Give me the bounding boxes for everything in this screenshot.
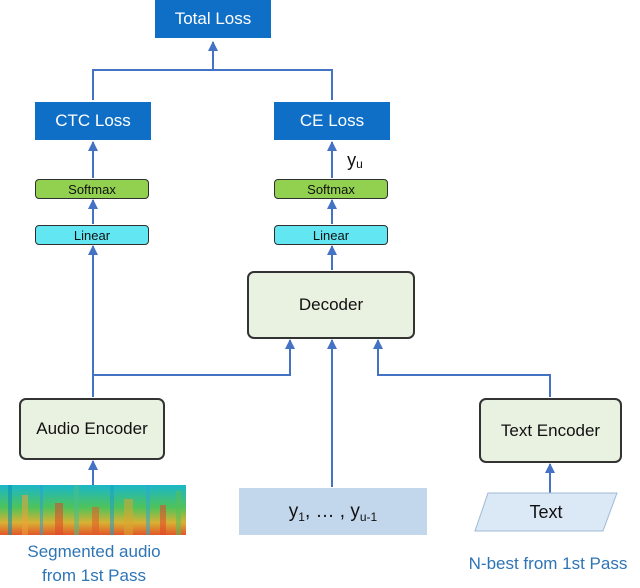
ce-loss-label: CE Loss: [299, 111, 365, 130]
decoder-label: Decoder: [298, 295, 364, 314]
text-encoder-block: Text Encoder: [479, 398, 622, 463]
linear-right-box: Linear: [274, 225, 388, 245]
ctc-loss-label: CTC Loss: [55, 111, 131, 130]
linear-right-label: Linear: [312, 227, 350, 243]
audio-caption-line1: Segmented audio: [27, 542, 161, 561]
output-label-subscript: u: [356, 157, 363, 171]
softmax-right-box: Softmax: [274, 179, 388, 199]
ctc-to-total-line: [92, 69, 333, 100]
linear-left-label: Linear: [73, 227, 111, 243]
sequence-label: y1, … , yu-1: [288, 500, 378, 524]
audio-caption: Segmented audio from 1st Pass: [0, 540, 188, 588]
audio-encoder-block: Audio Encoder: [19, 398, 165, 460]
encoder-to-decoder-line: [93, 339, 295, 376]
text-input-shape: [474, 492, 618, 532]
text-input-label: Text: [529, 501, 563, 522]
ctc-loss-box: CTC Loss: [35, 102, 151, 140]
ce-loss-box: CE Loss: [274, 102, 390, 140]
spectrogram-image: [0, 485, 186, 535]
decoder-block: Decoder: [247, 271, 415, 339]
sequence-ellipsis: , … , y: [304, 500, 360, 522]
sequence-subscript-first: 1: [298, 509, 305, 524]
sequence-box: y1, … , yu-1: [239, 488, 427, 535]
total-loss-label: Total Loss: [174, 9, 252, 28]
audio-encoder-label: Audio Encoder: [36, 419, 148, 438]
text-encoder-label: Text Encoder: [500, 420, 601, 440]
output-label-base: y: [347, 149, 357, 170]
sequence-subscript-last: u-1: [359, 509, 378, 524]
text-encoder-to-decoder-line: [373, 339, 551, 397]
softmax-right-label: Softmax: [307, 181, 355, 197]
sequence-y-first: y: [288, 500, 299, 522]
linear-left-box: Linear: [35, 225, 149, 245]
audio-caption-line2: from 1st Pass: [42, 566, 146, 585]
text-caption: N-best from 1st Pass: [456, 552, 640, 578]
softmax-left-box: Softmax: [35, 179, 149, 199]
text-input-label-wrap: Text: [474, 492, 618, 532]
total-loss-box: Total Loss: [155, 0, 271, 38]
text-caption-label: N-best from 1st Pass: [468, 554, 628, 573]
softmax-left-label: Softmax: [68, 181, 116, 197]
